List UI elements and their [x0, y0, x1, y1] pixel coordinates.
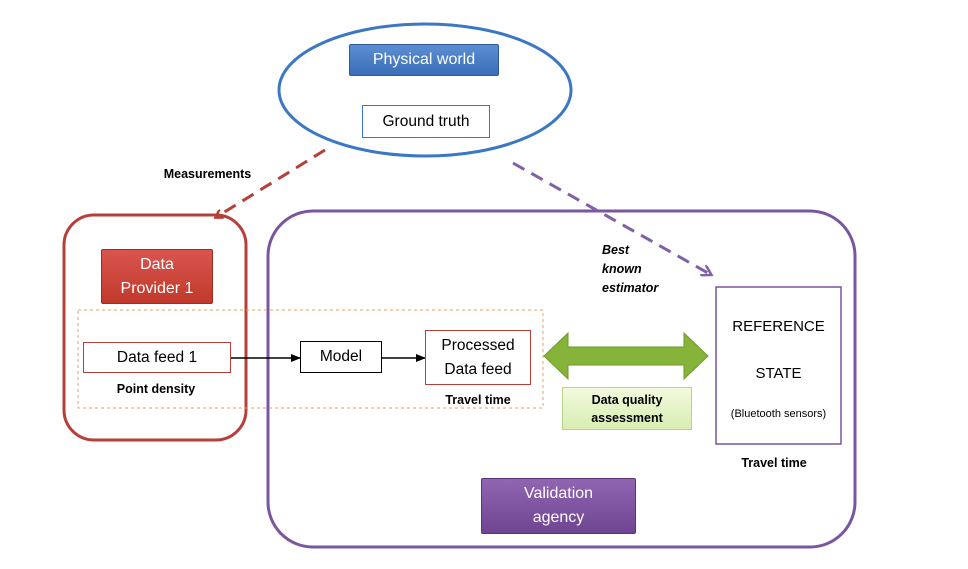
data-quality-assessment-label: Data quality assessment	[562, 387, 692, 430]
reference-state-subtitle: STATE	[755, 364, 802, 382]
physical-world-ellipse	[277, 22, 573, 158]
ground-truth-box: Ground truth	[362, 105, 490, 138]
best-known-estimator-label: Best known estimator	[602, 242, 659, 295]
reference-state-box	[715, 286, 842, 445]
travel-time-processed-label: Travel time	[445, 393, 511, 407]
data-provider-label: Data Provider 1	[101, 249, 213, 304]
processed-data-feed-box: Processed Data feed	[425, 330, 531, 385]
best-known-estimator-arrow	[512, 161, 708, 273]
measurements-label: Measurements	[163, 167, 252, 181]
travel-time-reference-label: Travel time	[741, 456, 807, 470]
data-flow-dotted-region	[77, 309, 544, 409]
reference-state-title: REFERENCE	[732, 317, 825, 335]
physical-world-label: Physical world	[349, 44, 499, 76]
validation-agency-label: Validation agency	[481, 478, 636, 534]
measurements-arrow	[218, 148, 326, 216]
model-box: Model	[300, 341, 382, 373]
validation-agency-region	[266, 209, 857, 549]
data-feed-1-box: Data feed 1	[83, 342, 231, 373]
point-density-label: Point density	[116, 382, 196, 396]
data-provider-region	[62, 213, 248, 442]
bluetooth-sensors-label: (Bluetooth sensors)	[730, 408, 827, 420]
data-quality-double-arrow	[543, 331, 709, 381]
